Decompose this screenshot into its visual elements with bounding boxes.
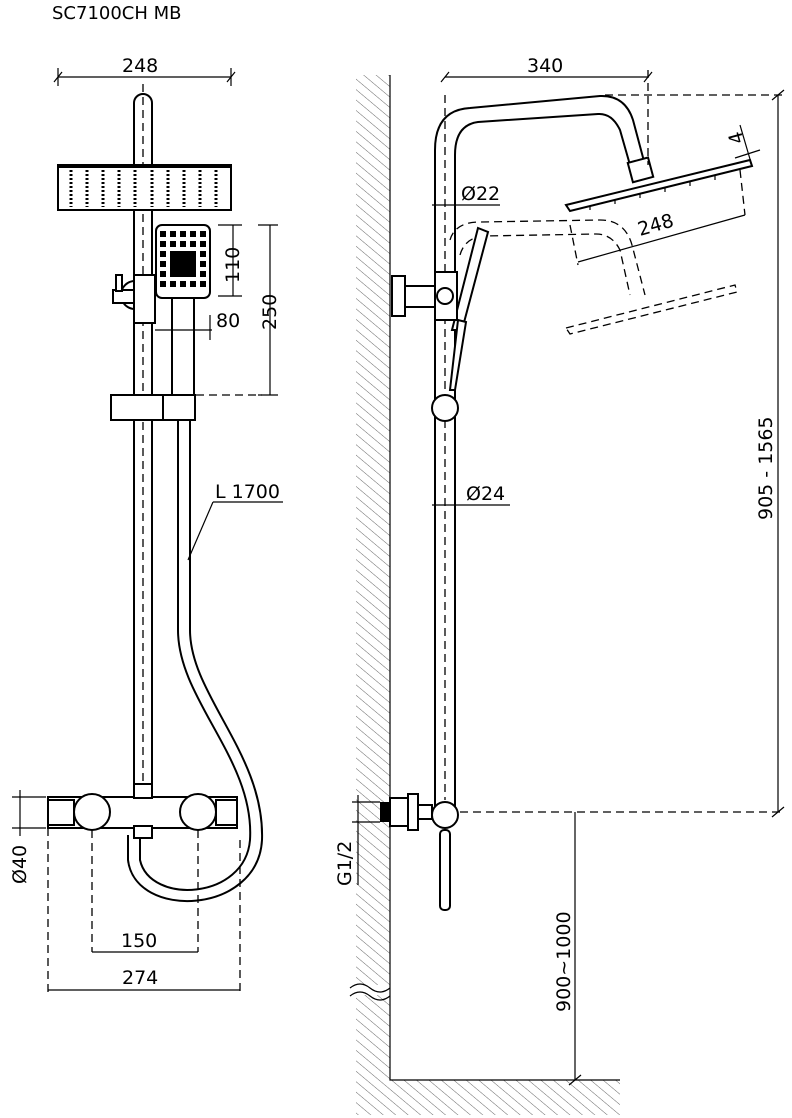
dimension-head-thickness: 4 — [724, 124, 761, 167]
label-hand-shower-offset: 80 — [216, 310, 240, 332]
label-inlet-spacing: 150 — [121, 930, 157, 952]
dimension-hose-length: L 1700 — [187, 481, 283, 561]
alternative-head-position — [449, 219, 738, 335]
overhead-head-side — [564, 156, 754, 213]
dimension-hand-shower-offset: 80 — [155, 310, 240, 340]
hand-shower-holder — [112, 274, 156, 324]
mixer-side — [380, 793, 459, 911]
shower-arm — [434, 94, 646, 810]
dimension-thread: G1/2 — [334, 795, 380, 886]
model-title: SC7100CH MB — [52, 3, 182, 24]
label-holder-span: 250 — [259, 294, 281, 330]
shower-hose — [139, 420, 252, 891]
overhead-shower-head — [57, 164, 232, 211]
label-hose-length: L 1700 — [215, 481, 280, 503]
dimension-mixer-width: 274 — [48, 967, 240, 991]
dimension-lower-pipe-diameter: Ø24 — [432, 483, 510, 506]
dimension-arm-reach: 340 — [440, 55, 653, 165]
floor — [390, 1080, 620, 1115]
label-lower-pipe-diameter: Ø24 — [466, 483, 505, 505]
label-thread: G1/2 — [334, 841, 356, 886]
label-arm-reach: 340 — [527, 55, 563, 77]
label-mixer-width: 274 — [122, 967, 158, 989]
dimension-inlet-spacing: 150 — [92, 930, 198, 953]
dimension-mount-height: 900~1000 — [553, 812, 582, 1086]
slider-knob — [431, 394, 459, 422]
slide-bar-bracket — [110, 394, 196, 421]
label-hand-shower-height: 110 — [222, 247, 244, 283]
label-head-thickness: 4 — [724, 129, 748, 146]
side-view: 340 4 Ø22 248 Ø24 905 - 1565 — [334, 55, 785, 1115]
hand-shower — [155, 224, 211, 299]
dimension-upper-pipe-diameter: Ø22 — [432, 183, 500, 206]
dimension-head-width: 248 — [53, 55, 236, 86]
label-upper-pipe-diameter: Ø22 — [461, 183, 500, 205]
front-view: 248 — [9, 55, 283, 992]
hand-shower-handle — [171, 295, 195, 397]
dimension-mixer-diameter: Ø40 — [9, 790, 46, 884]
thermostatic-mixer — [47, 783, 238, 839]
wall-bracket — [391, 271, 458, 321]
label-mixer-diameter: Ø40 — [9, 845, 31, 884]
dimension-holder-span: 250 — [196, 224, 281, 396]
label-head-width: 248 — [122, 55, 158, 77]
label-height-range: 905 - 1565 — [755, 416, 777, 520]
wall — [356, 75, 390, 985]
dimension-hand-shower-height: 110 — [218, 224, 244, 297]
dimension-height-range: 905 - 1565 — [755, 89, 785, 818]
label-mount-height: 900~1000 — [553, 911, 575, 1012]
